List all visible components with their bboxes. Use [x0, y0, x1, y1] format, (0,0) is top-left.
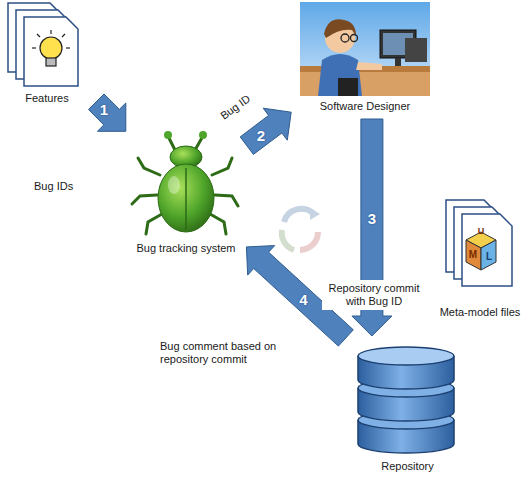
node-caption: Features: [0, 92, 102, 105]
uml-letter: M: [465, 249, 481, 260]
bug-icon: [132, 131, 238, 234]
step-arrow: [240, 108, 291, 154]
designer-picture: [300, 2, 430, 96]
repository-icon: [358, 347, 454, 453]
flow-note: Repository commit with Bug ID: [322, 280, 426, 310]
node-caption: Meta-model files: [426, 306, 527, 319]
step-number: 3: [368, 209, 376, 226]
step-number: 1: [100, 101, 108, 118]
flow-note: Bug ID: [218, 83, 266, 123]
bug-tracker-node: Bug tracking system: [130, 128, 242, 255]
uml-files-icon: [446, 200, 512, 286]
features-icon: [8, 3, 78, 86]
designer-node: Software Designer: [296, 0, 434, 113]
files-node: Meta-model files: [436, 196, 524, 319]
flow-note: Bug comment based on repository commit: [160, 340, 290, 366]
node-caption: Repository: [340, 460, 475, 473]
repository-node: Repository: [350, 342, 465, 473]
step-number: 2: [257, 126, 265, 143]
features-node: Features: [2, 0, 92, 105]
step-number: 4: [299, 291, 307, 308]
flow-note: Bug IDs: [34, 180, 94, 193]
step-arrow: [89, 94, 126, 131]
uml-letter: L: [481, 251, 497, 262]
uml-letter: U: [471, 226, 491, 236]
cycle-symbol: [282, 208, 320, 250]
node-caption: Software Designer: [286, 100, 444, 113]
node-caption: Bug tracking system: [120, 242, 252, 255]
